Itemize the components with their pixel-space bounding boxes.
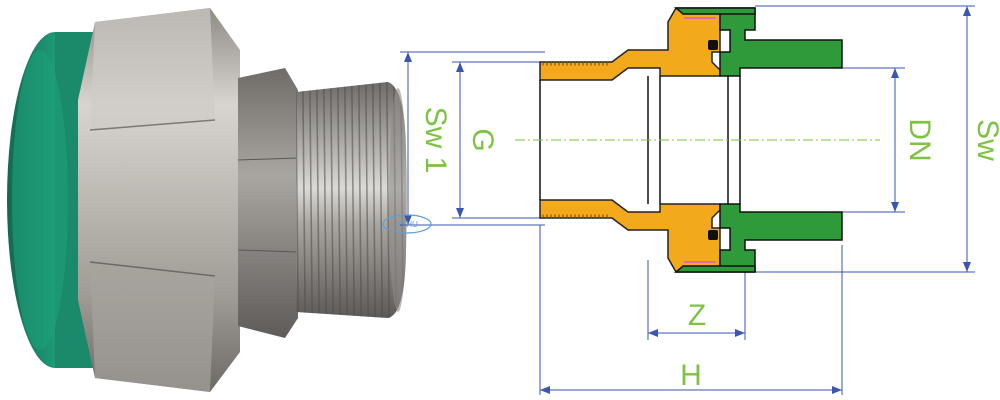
label-h: H bbox=[680, 359, 702, 392]
male-thread bbox=[296, 82, 407, 318]
label-sw: Sw bbox=[971, 119, 1000, 161]
watermark-text: YTHU bbox=[396, 220, 418, 229]
label-z: Z bbox=[688, 299, 706, 332]
label-g: G bbox=[466, 128, 499, 151]
dimension-lines bbox=[400, 5, 975, 395]
arrowheads bbox=[404, 6, 971, 394]
label-sw1: Sw 1 bbox=[419, 107, 452, 174]
label-dn-text: DN bbox=[903, 118, 936, 161]
label-sw-text: Sw bbox=[971, 119, 1000, 161]
brass-body bbox=[539, 7, 721, 273]
label-dn: DN bbox=[903, 118, 936, 161]
hex-body bbox=[237, 68, 299, 338]
nut-thread bbox=[684, 17, 716, 263]
ppr-body bbox=[673, 7, 843, 273]
union-nut bbox=[78, 8, 240, 392]
o-rings bbox=[708, 40, 718, 240]
product-photo bbox=[7, 8, 407, 392]
watermark-logo: YTHU bbox=[382, 214, 432, 234]
label-g-text: G bbox=[466, 128, 499, 151]
label-sw1-text: Sw 1 bbox=[419, 107, 452, 174]
